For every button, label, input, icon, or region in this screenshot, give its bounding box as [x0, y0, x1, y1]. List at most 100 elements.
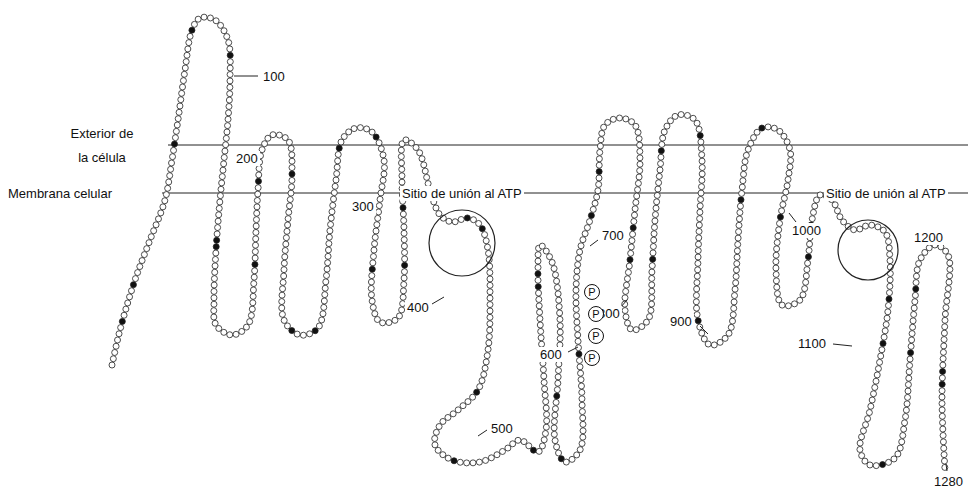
amino-acid-bead [779, 302, 785, 308]
amino-acid-bead [636, 174, 642, 180]
amino-acid-bead [812, 203, 818, 209]
amino-acid-bead [227, 46, 233, 52]
amino-acid-bead [694, 273, 700, 279]
amino-acid-bead [573, 281, 579, 287]
amino-acid-bead [541, 373, 547, 379]
amino-acid-bead [282, 254, 288, 260]
amino-acid-bead [403, 137, 409, 143]
leader-line [946, 464, 947, 471]
amino-acid-bead [284, 323, 290, 329]
amino-acid-bead [254, 204, 260, 210]
amino-acid-bead [281, 267, 287, 273]
amino-acid-bead [697, 324, 703, 330]
amino-acid-bead [906, 375, 912, 381]
amino-acid-bead [252, 249, 258, 255]
amino-acid-bead [213, 18, 219, 24]
amino-acid-bead [773, 259, 779, 265]
amino-acid-bead [481, 371, 487, 377]
amino-acid-bead [331, 196, 337, 202]
amino-acid-bead [542, 431, 548, 437]
amino-acid-bead [540, 367, 546, 373]
amino-acid-bead [536, 290, 542, 296]
amino-acid-bead [487, 314, 493, 320]
amino-acid-bead [252, 268, 258, 274]
amino-acid-bead [637, 142, 643, 148]
amino-acid-bead [214, 237, 220, 243]
amino-acid-bead [697, 209, 703, 215]
amino-acid-bead [735, 241, 741, 247]
amino-acid-bead [783, 189, 789, 195]
amino-acid-bead [632, 206, 638, 212]
amino-acid-bead [227, 332, 233, 338]
amino-acid-bead [695, 248, 701, 254]
amino-acid-bead [185, 46, 191, 52]
amino-acid-bead [289, 165, 295, 171]
amino-acid-bead [739, 190, 745, 196]
amino-acid-bead [880, 227, 886, 233]
amino-acid-bead [803, 273, 809, 279]
amino-acid-bead [373, 134, 379, 140]
region-label: Exterior de la célula [66, 122, 138, 170]
amino-acid-bead [694, 120, 700, 126]
amino-acid-bead [482, 365, 488, 371]
amino-acid-bead [851, 227, 857, 233]
amino-acid-bead [774, 284, 780, 290]
amino-acid-bead [541, 379, 547, 385]
amino-acid-bead [376, 209, 382, 215]
amino-acid-bead [886, 245, 892, 251]
leader-line [700, 326, 708, 334]
amino-acid-bead [324, 272, 330, 278]
amino-acid-bead [464, 460, 470, 466]
amino-acid-bead [733, 273, 739, 279]
amino-acid-bead [386, 320, 392, 326]
amino-acid-bead [372, 234, 378, 240]
amino-acid-bead [780, 202, 786, 208]
residue-number: 300 [350, 199, 376, 214]
amino-acid-bead [907, 356, 913, 362]
amino-acid-bead [325, 260, 331, 266]
amino-acid-bead [905, 388, 911, 394]
amino-acid-bead [283, 235, 289, 241]
amino-acid-bead [579, 441, 585, 447]
amino-acid-bead [785, 303, 791, 309]
amino-acid-bead [400, 211, 406, 217]
amino-acid-bead [220, 167, 226, 173]
amino-acid-bead [329, 209, 335, 215]
amino-acid-bead [941, 337, 947, 343]
amino-acid-bead [596, 175, 602, 181]
amino-acid-bead [135, 270, 141, 276]
amino-acid-bead [165, 185, 171, 191]
amino-acid-bead [579, 402, 585, 408]
amino-acid-bead [402, 262, 408, 268]
amino-acid-bead [773, 271, 779, 277]
amino-acid-bead [656, 173, 662, 179]
amino-acid-bead [253, 236, 259, 242]
amino-acid-bead [580, 428, 586, 434]
amino-acid-bead [373, 228, 379, 234]
amino-acid-bead [759, 125, 765, 131]
amino-acid-bead [726, 330, 732, 336]
amino-acid-bead [247, 319, 253, 325]
amino-acid-bead [321, 298, 327, 304]
amino-acid-bead [802, 286, 808, 292]
amino-acid-bead [633, 327, 639, 333]
amino-acid-bead [742, 159, 748, 165]
amino-acid-bead [944, 298, 950, 304]
amino-acid-bead [735, 235, 741, 241]
amino-acid-bead [191, 21, 197, 27]
amino-acid-bead [574, 326, 580, 332]
phosphate-circle: P [584, 284, 600, 300]
amino-acid-bead [737, 203, 743, 209]
amino-acid-bead [590, 206, 596, 212]
amino-acid-bead [774, 239, 780, 245]
amino-acid-bead [653, 205, 659, 211]
amino-acid-bead [279, 292, 285, 298]
amino-acid-bead [634, 193, 640, 199]
amino-acid-bead [470, 394, 476, 400]
amino-acid-bead [886, 290, 892, 296]
amino-acid-bead [942, 324, 948, 330]
amino-acid-bead [610, 116, 616, 122]
amino-acid-bead [900, 432, 906, 438]
amino-acid-bead [942, 317, 948, 323]
amino-acid-bead [695, 260, 701, 266]
